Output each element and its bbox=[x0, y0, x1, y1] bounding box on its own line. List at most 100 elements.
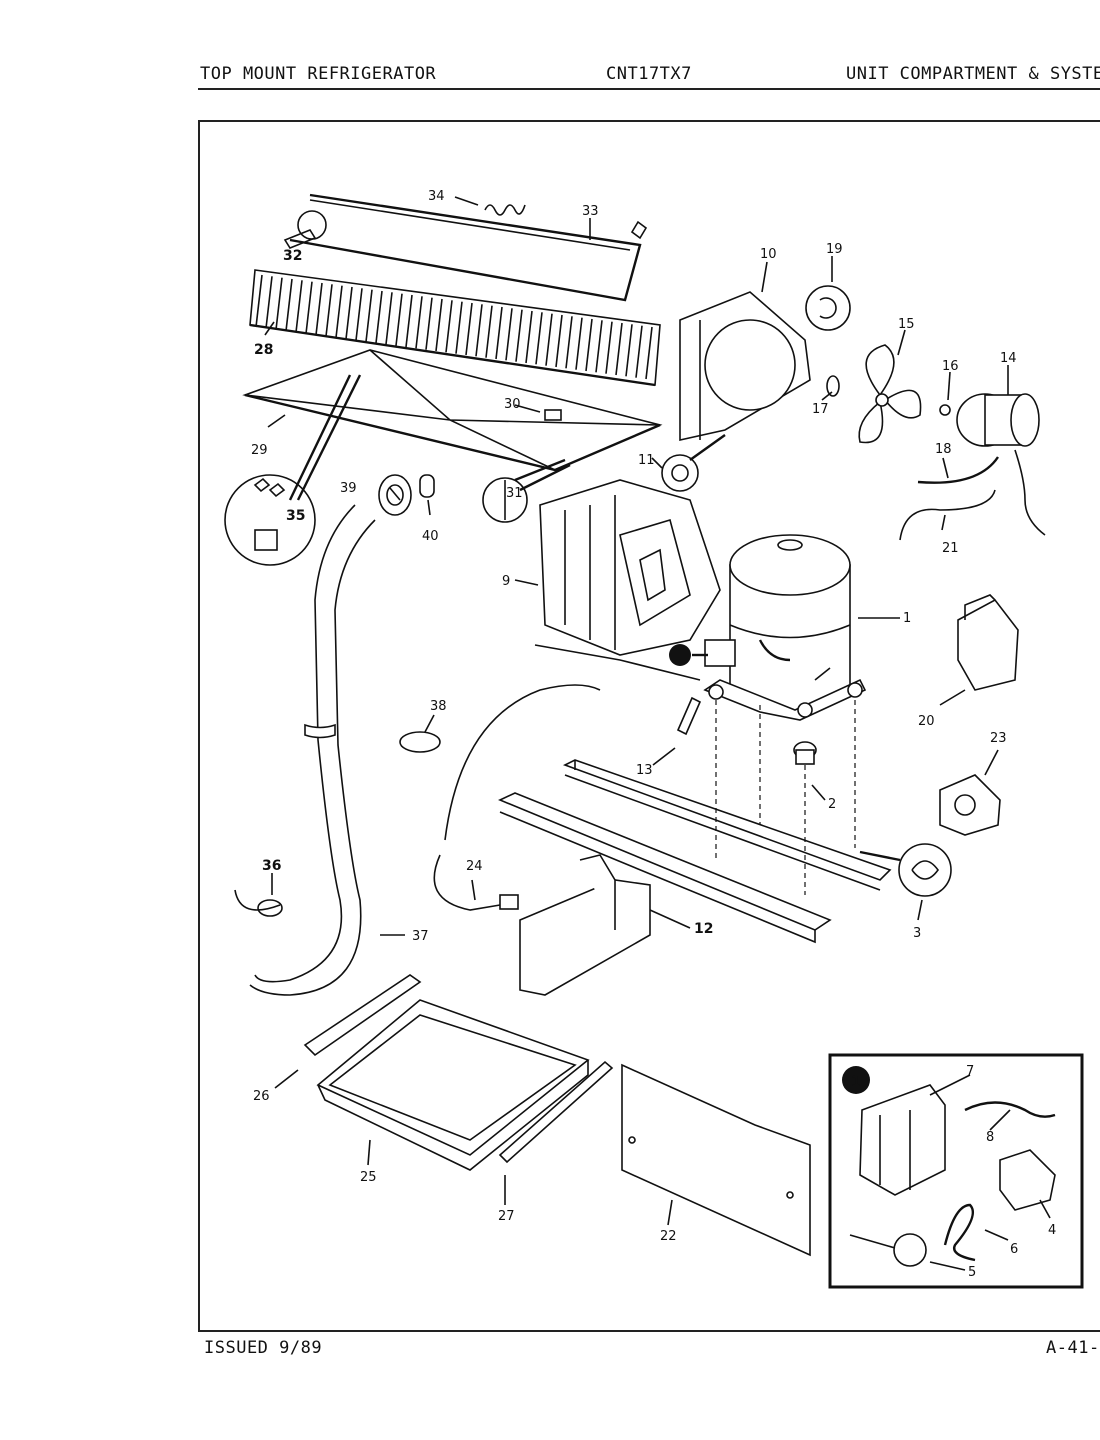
condenser-fin bbox=[435, 298, 443, 352]
condenser-fin bbox=[345, 286, 353, 340]
callout-34: 34 bbox=[428, 189, 445, 204]
condenser-fin bbox=[385, 292, 393, 345]
callout-13: 13 bbox=[636, 763, 653, 778]
callout-21: 21 bbox=[942, 541, 959, 556]
callout-7: 7 bbox=[966, 1064, 974, 1079]
part-32-clip bbox=[283, 229, 317, 249]
condenser-fin bbox=[515, 309, 523, 362]
part-11-grommet bbox=[661, 434, 726, 492]
header-rule bbox=[198, 88, 1100, 90]
part-5-overload bbox=[849, 1233, 927, 1267]
condenser-fin bbox=[355, 288, 363, 341]
callout-35: 35 bbox=[286, 508, 305, 524]
condenser-fin bbox=[535, 312, 543, 365]
condenser-fin bbox=[525, 310, 533, 364]
part-10-fan-shroud bbox=[679, 291, 811, 441]
header-model-number: CNT17TX7 bbox=[606, 64, 692, 84]
callout-18: 18 bbox=[935, 442, 952, 457]
condenser-fin bbox=[595, 320, 603, 373]
footer-page-number: A-41- bbox=[1046, 1338, 1100, 1358]
header-model-type: TOP MOUNT REFRIGERATOR bbox=[200, 64, 437, 84]
callout-16: 16 bbox=[942, 359, 959, 374]
callout-33: 33 bbox=[582, 204, 599, 219]
condenser-fin bbox=[545, 313, 553, 366]
inset-marker-label: 1 bbox=[851, 1074, 861, 1090]
callout-17: 17 bbox=[812, 402, 829, 417]
condenser-fin bbox=[635, 325, 643, 378]
condenser-fin bbox=[315, 282, 323, 336]
condenser-fin bbox=[305, 281, 313, 334]
callout-20: 20 bbox=[918, 714, 935, 729]
part-35-inset bbox=[224, 374, 362, 566]
part-38-clamp bbox=[399, 731, 441, 753]
condenser-fin bbox=[415, 296, 423, 349]
callout-14: 14 bbox=[1000, 351, 1017, 366]
callout-32: 32 bbox=[283, 248, 302, 264]
part-34-spring bbox=[484, 204, 526, 216]
leader-lines bbox=[264, 196, 1051, 1271]
callout-30: 30 bbox=[504, 397, 521, 412]
condenser-fin bbox=[335, 285, 343, 338]
condenser-fin bbox=[295, 280, 303, 333]
callout-labels: 1 2 3 4 5 6 7 8 9 10 11 12 13 14 15 16 1… bbox=[251, 189, 1056, 1280]
condenser-fin bbox=[265, 276, 273, 329]
part-28-condenser bbox=[249, 269, 661, 387]
condenser-fin bbox=[285, 278, 293, 332]
base-rail-rear bbox=[562, 759, 892, 891]
header-section-title: UNIT COMPARTMENT & SYSTE bbox=[846, 64, 1100, 84]
condenser-fin bbox=[255, 274, 263, 328]
callout-3: 3 bbox=[913, 926, 921, 941]
callout-25: 25 bbox=[360, 1170, 377, 1185]
base-rail-front bbox=[498, 792, 832, 944]
condenser-fin bbox=[495, 306, 503, 360]
part-13-drier bbox=[676, 696, 702, 736]
callout-36: 36 bbox=[262, 858, 281, 874]
condenser-fin bbox=[275, 277, 283, 330]
callout-9: 9 bbox=[502, 574, 510, 589]
condenser-fin bbox=[395, 293, 403, 346]
part-17-washer bbox=[826, 375, 840, 397]
part-4-relay bbox=[999, 1149, 1056, 1211]
callout-29: 29 bbox=[251, 443, 268, 458]
condenser-fin bbox=[475, 304, 483, 357]
part-15-fan-blade bbox=[858, 344, 922, 444]
callout-28: 28 bbox=[254, 342, 273, 358]
condenser-fin bbox=[565, 316, 573, 369]
callout-5: 5 bbox=[968, 1265, 976, 1280]
callout-8: 8 bbox=[986, 1130, 994, 1145]
part-12-bracket bbox=[519, 854, 651, 996]
callout-37: 37 bbox=[412, 929, 429, 944]
part-20-relay bbox=[957, 594, 1019, 691]
part-2-grommet bbox=[793, 741, 817, 765]
condenser-fin bbox=[375, 290, 383, 344]
part-21-wire bbox=[899, 489, 996, 541]
diagram-frame bbox=[198, 120, 1100, 1332]
part-23-overload bbox=[939, 774, 1001, 836]
callout-4: 4 bbox=[1048, 1223, 1056, 1238]
condenser-fin bbox=[555, 314, 563, 368]
part-27-rail bbox=[498, 1060, 614, 1164]
callout-11: 11 bbox=[638, 453, 655, 468]
callout-10: 10 bbox=[760, 247, 777, 262]
condenser-fin bbox=[505, 308, 513, 361]
condenser-fin bbox=[625, 324, 633, 377]
part-16-nut bbox=[939, 404, 951, 416]
condenser-fin bbox=[325, 284, 333, 337]
part-36-clamp bbox=[234, 889, 283, 917]
footer-issued-date: ISSUED 9/89 bbox=[204, 1338, 323, 1358]
callout-12: 12 bbox=[694, 921, 713, 937]
part-9-defrost-heater bbox=[534, 479, 721, 681]
detail-marker-1 bbox=[669, 644, 708, 666]
part-24-power-cord bbox=[433, 684, 601, 911]
callout-26: 26 bbox=[253, 1089, 270, 1104]
condenser-fin bbox=[605, 321, 613, 374]
part-8-wire-clip bbox=[964, 1101, 1056, 1118]
part-6-spring-clip bbox=[943, 1203, 976, 1262]
part-40-plug bbox=[419, 474, 435, 498]
callout-39: 39 bbox=[340, 481, 357, 496]
part-18-tube bbox=[917, 456, 999, 484]
callout-31: 31 bbox=[506, 486, 523, 501]
part-26-pan-bracket bbox=[303, 974, 422, 1057]
callout-22: 22 bbox=[660, 1229, 677, 1244]
